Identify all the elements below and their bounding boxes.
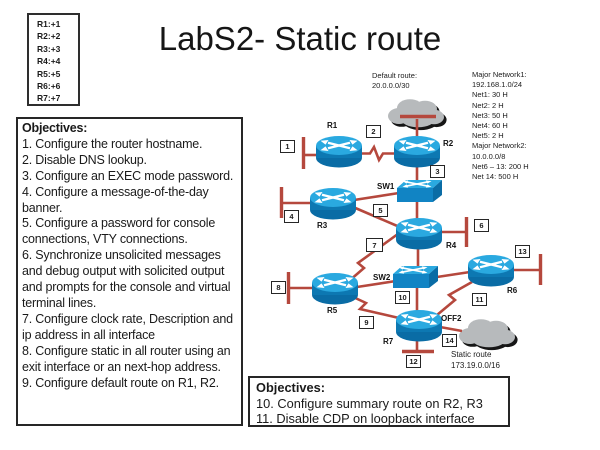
label-r4: R4 bbox=[446, 241, 457, 250]
router-r2-icon bbox=[392, 134, 442, 169]
default-route-note: Default route: 20.0.0.0/30 bbox=[372, 71, 417, 91]
objectives-box-extra: Objectives: 10. Configure summary route … bbox=[248, 376, 510, 427]
objective-item: 8. Configure static in all router using … bbox=[22, 343, 231, 374]
router-r3-icon bbox=[308, 186, 358, 221]
net-id-6: 6 bbox=[474, 219, 489, 232]
objective-item: 6. Synchronize unsolicited messages and … bbox=[22, 248, 231, 310]
router-r7-icon bbox=[394, 308, 444, 343]
net-id-1: 1 bbox=[280, 140, 295, 153]
objective-item: 3. Configure an EXEC mode password. bbox=[22, 168, 234, 183]
network-note-line: 192.168.1.0/24 bbox=[472, 80, 523, 90]
objective-item: 2. Disable DNS lookup. bbox=[22, 152, 147, 167]
objective-item: 7. Configure clock rate, Description and… bbox=[22, 311, 233, 342]
net-id-10: 10 bbox=[395, 291, 410, 304]
objective-item: 10. Configure summary route on R2, R3 bbox=[256, 395, 483, 411]
net-id-7: 7 bbox=[366, 238, 383, 252]
switch-sw2-icon bbox=[392, 265, 439, 289]
link-r3-sw1 bbox=[353, 191, 400, 202]
network-note-line: Net6 – 13: 200 H bbox=[472, 161, 529, 171]
label-r7: R7 bbox=[383, 337, 394, 346]
link-sw2-r6 bbox=[436, 270, 471, 279]
net-id-9: 9 bbox=[359, 316, 374, 329]
static-route-value: 173.19.0.0/16 bbox=[451, 361, 500, 370]
objective-item: 11. Disable CDP on loopback interface bbox=[256, 411, 475, 427]
objective-item: 1. Configure the router hostname. bbox=[22, 136, 203, 151]
link-r7-cloud bbox=[439, 325, 463, 333]
router-r4-icon bbox=[394, 216, 444, 251]
network-note-line: Net 14: 500 H bbox=[472, 172, 519, 182]
net-id-13: 13 bbox=[515, 245, 530, 258]
label-r6: R6 bbox=[507, 286, 518, 295]
link-r1-r2 bbox=[358, 144, 396, 163]
router-r1-icon bbox=[314, 134, 364, 169]
network-note-line: Net4: 60 H bbox=[472, 121, 508, 131]
label-r5: R5 bbox=[327, 306, 338, 315]
slide-title: LabS2- Static route bbox=[158, 20, 442, 57]
net-id-11: 11 bbox=[472, 293, 487, 306]
net-id-3: 3 bbox=[430, 165, 445, 178]
network-note-line: Net5: 2 H bbox=[472, 131, 504, 141]
net-id-14: 14 bbox=[442, 334, 457, 347]
switch-sw1-icon bbox=[396, 179, 443, 203]
link-r5-sw2 bbox=[356, 279, 397, 289]
link-r3-r4 bbox=[352, 205, 403, 230]
router-r5-icon bbox=[310, 271, 360, 306]
legend-line: R5:+5 bbox=[37, 68, 61, 79]
label-off2: OFF2 bbox=[441, 314, 462, 323]
objectives-extra-heading: Objectives: bbox=[256, 380, 325, 395]
objectives-heading: Objectives: bbox=[22, 121, 88, 135]
network-note-line: Net2: 2 H bbox=[472, 100, 504, 110]
label-r3: R3 bbox=[317, 221, 328, 230]
legend-line: R6:+6 bbox=[37, 81, 61, 92]
net-id-8: 8 bbox=[271, 281, 286, 294]
net-id-4: 4 bbox=[284, 210, 299, 223]
stub-links bbox=[281, 153, 540, 351]
label-sw2: SW2 bbox=[373, 273, 391, 282]
net-id-12: 12 bbox=[406, 355, 421, 368]
network-note-line: Major Network2: bbox=[472, 141, 527, 151]
objective-item: 5. Configure a password for console conn… bbox=[22, 216, 216, 247]
network-note-line: Net1: 30 H bbox=[472, 90, 508, 100]
label-r1: R1 bbox=[327, 121, 338, 130]
objectives-list: 1. Configure the router hostname.2. Disa… bbox=[22, 137, 237, 392]
objective-item: 9. Configure default route on R1, R2. bbox=[22, 375, 219, 390]
legend-line: R7:+7 bbox=[37, 93, 61, 104]
net-id-5: 5 bbox=[373, 204, 388, 217]
label-r2: R2 bbox=[443, 139, 454, 148]
legend-line: R4:+4 bbox=[37, 56, 61, 67]
link-r5-r7 bbox=[350, 294, 400, 320]
objectives-box-main: Objectives: 1. Configure the router host… bbox=[16, 117, 243, 426]
legend-line: R2:+2 bbox=[37, 31, 61, 42]
static-route-label: Static route bbox=[451, 350, 492, 359]
net-id-2: 2 bbox=[366, 125, 381, 138]
link-r7-r6 bbox=[436, 280, 473, 316]
network-note-line: Major Network1: bbox=[472, 70, 527, 79]
network-note-line: Net3: 50 H bbox=[472, 110, 508, 120]
objective-item: 4. Configure a message-of-the-day banner… bbox=[22, 184, 209, 215]
stub-bars bbox=[279, 114, 543, 354]
default-route-value: 20.0.0.0/30 bbox=[372, 81, 410, 91]
static-route-note: Static route 173.19.0.0/16 bbox=[451, 349, 500, 371]
default-route-label: Default route: bbox=[372, 71, 418, 80]
legend-line: R1:+1 bbox=[37, 19, 61, 29]
cloud-off2-icon bbox=[459, 319, 518, 351]
network-note-line: 10.0.0.0/8 bbox=[472, 151, 506, 161]
label-sw1: SW1 bbox=[377, 182, 395, 191]
router-r6-icon bbox=[466, 253, 516, 288]
legend-line: R3:+3 bbox=[37, 43, 61, 54]
